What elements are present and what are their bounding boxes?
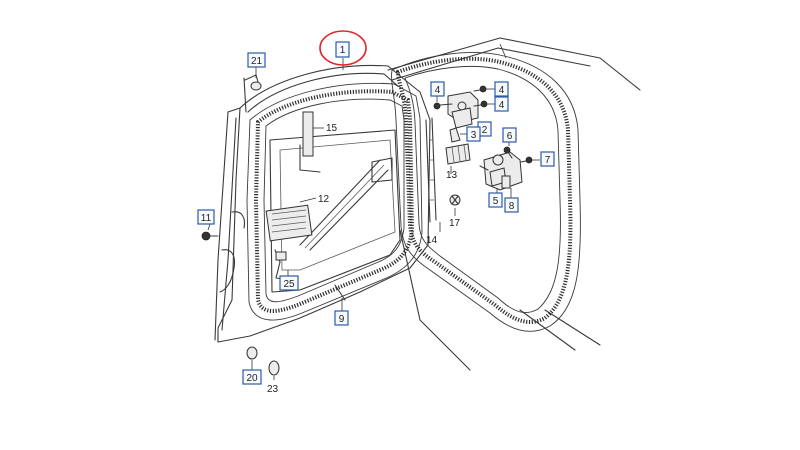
door-lock-striker (479, 146, 533, 191)
clip-11 (201, 231, 219, 241)
callout-5: 5 (488, 192, 503, 208)
callout-text: 23 (267, 384, 279, 395)
callout-17: 17 (449, 218, 461, 229)
callout-text: 14 (426, 235, 438, 246)
callout-text: 6 (507, 131, 513, 142)
callout-4a: 4 (430, 81, 445, 97)
callout-text: 20 (246, 373, 258, 384)
callout-20: 20 (242, 369, 262, 385)
callout-text: 1 (340, 45, 346, 56)
callout-23: 23 (267, 384, 279, 395)
callout-21: 21 (247, 52, 266, 68)
callout-3: 3 (466, 126, 481, 142)
callout-text: 3 (471, 130, 477, 141)
callout-13: 13 (446, 170, 458, 181)
callout-text: 13 (446, 170, 458, 181)
callout-15: 15 (326, 123, 338, 134)
door-shell (214, 64, 431, 343)
callout-text: 21 (251, 56, 263, 67)
callout-8: 8 (504, 197, 519, 213)
callout-2: 2 (477, 121, 492, 137)
callout-text: 2 (482, 125, 488, 136)
door-hinge-assembly (433, 85, 488, 165)
callout-text: 5 (493, 196, 499, 207)
callout-text: 15 (326, 123, 338, 134)
callout-6: 6 (502, 127, 517, 143)
body-side-panel (387, 37, 641, 371)
body-opening-seal (391, 52, 581, 332)
callout-text: 4 (435, 85, 441, 96)
callout-7: 7 (540, 151, 555, 167)
callout-11: 11 (197, 209, 215, 225)
callout-text: 4 (499, 85, 505, 96)
callout-text: 4 (499, 100, 505, 111)
door-window-seal (246, 82, 423, 321)
callout-text: 25 (283, 279, 295, 290)
callout-4b: 4 (494, 81, 509, 97)
plug-23 (268, 360, 280, 376)
callout-text: 12 (318, 194, 330, 205)
callout-text: 9 (339, 314, 345, 325)
callout-12: 12 (318, 194, 330, 205)
plug-20 (246, 346, 258, 360)
callout-text: 8 (509, 201, 515, 212)
door-inner-panel (265, 111, 401, 301)
callout-4c: 4 (494, 96, 509, 112)
door-edge-trim (425, 117, 437, 223)
callout-9: 9 (334, 310, 349, 326)
callout-14: 14 (426, 235, 438, 246)
callout-text: 7 (545, 155, 551, 166)
small-fastener-17 (449, 194, 461, 206)
callout-text: 11 (201, 213, 212, 224)
highlight-circle (319, 30, 367, 66)
callout-text: 17 (449, 218, 461, 229)
callout-1: 1 (335, 41, 350, 58)
callout-25: 25 (279, 275, 299, 291)
